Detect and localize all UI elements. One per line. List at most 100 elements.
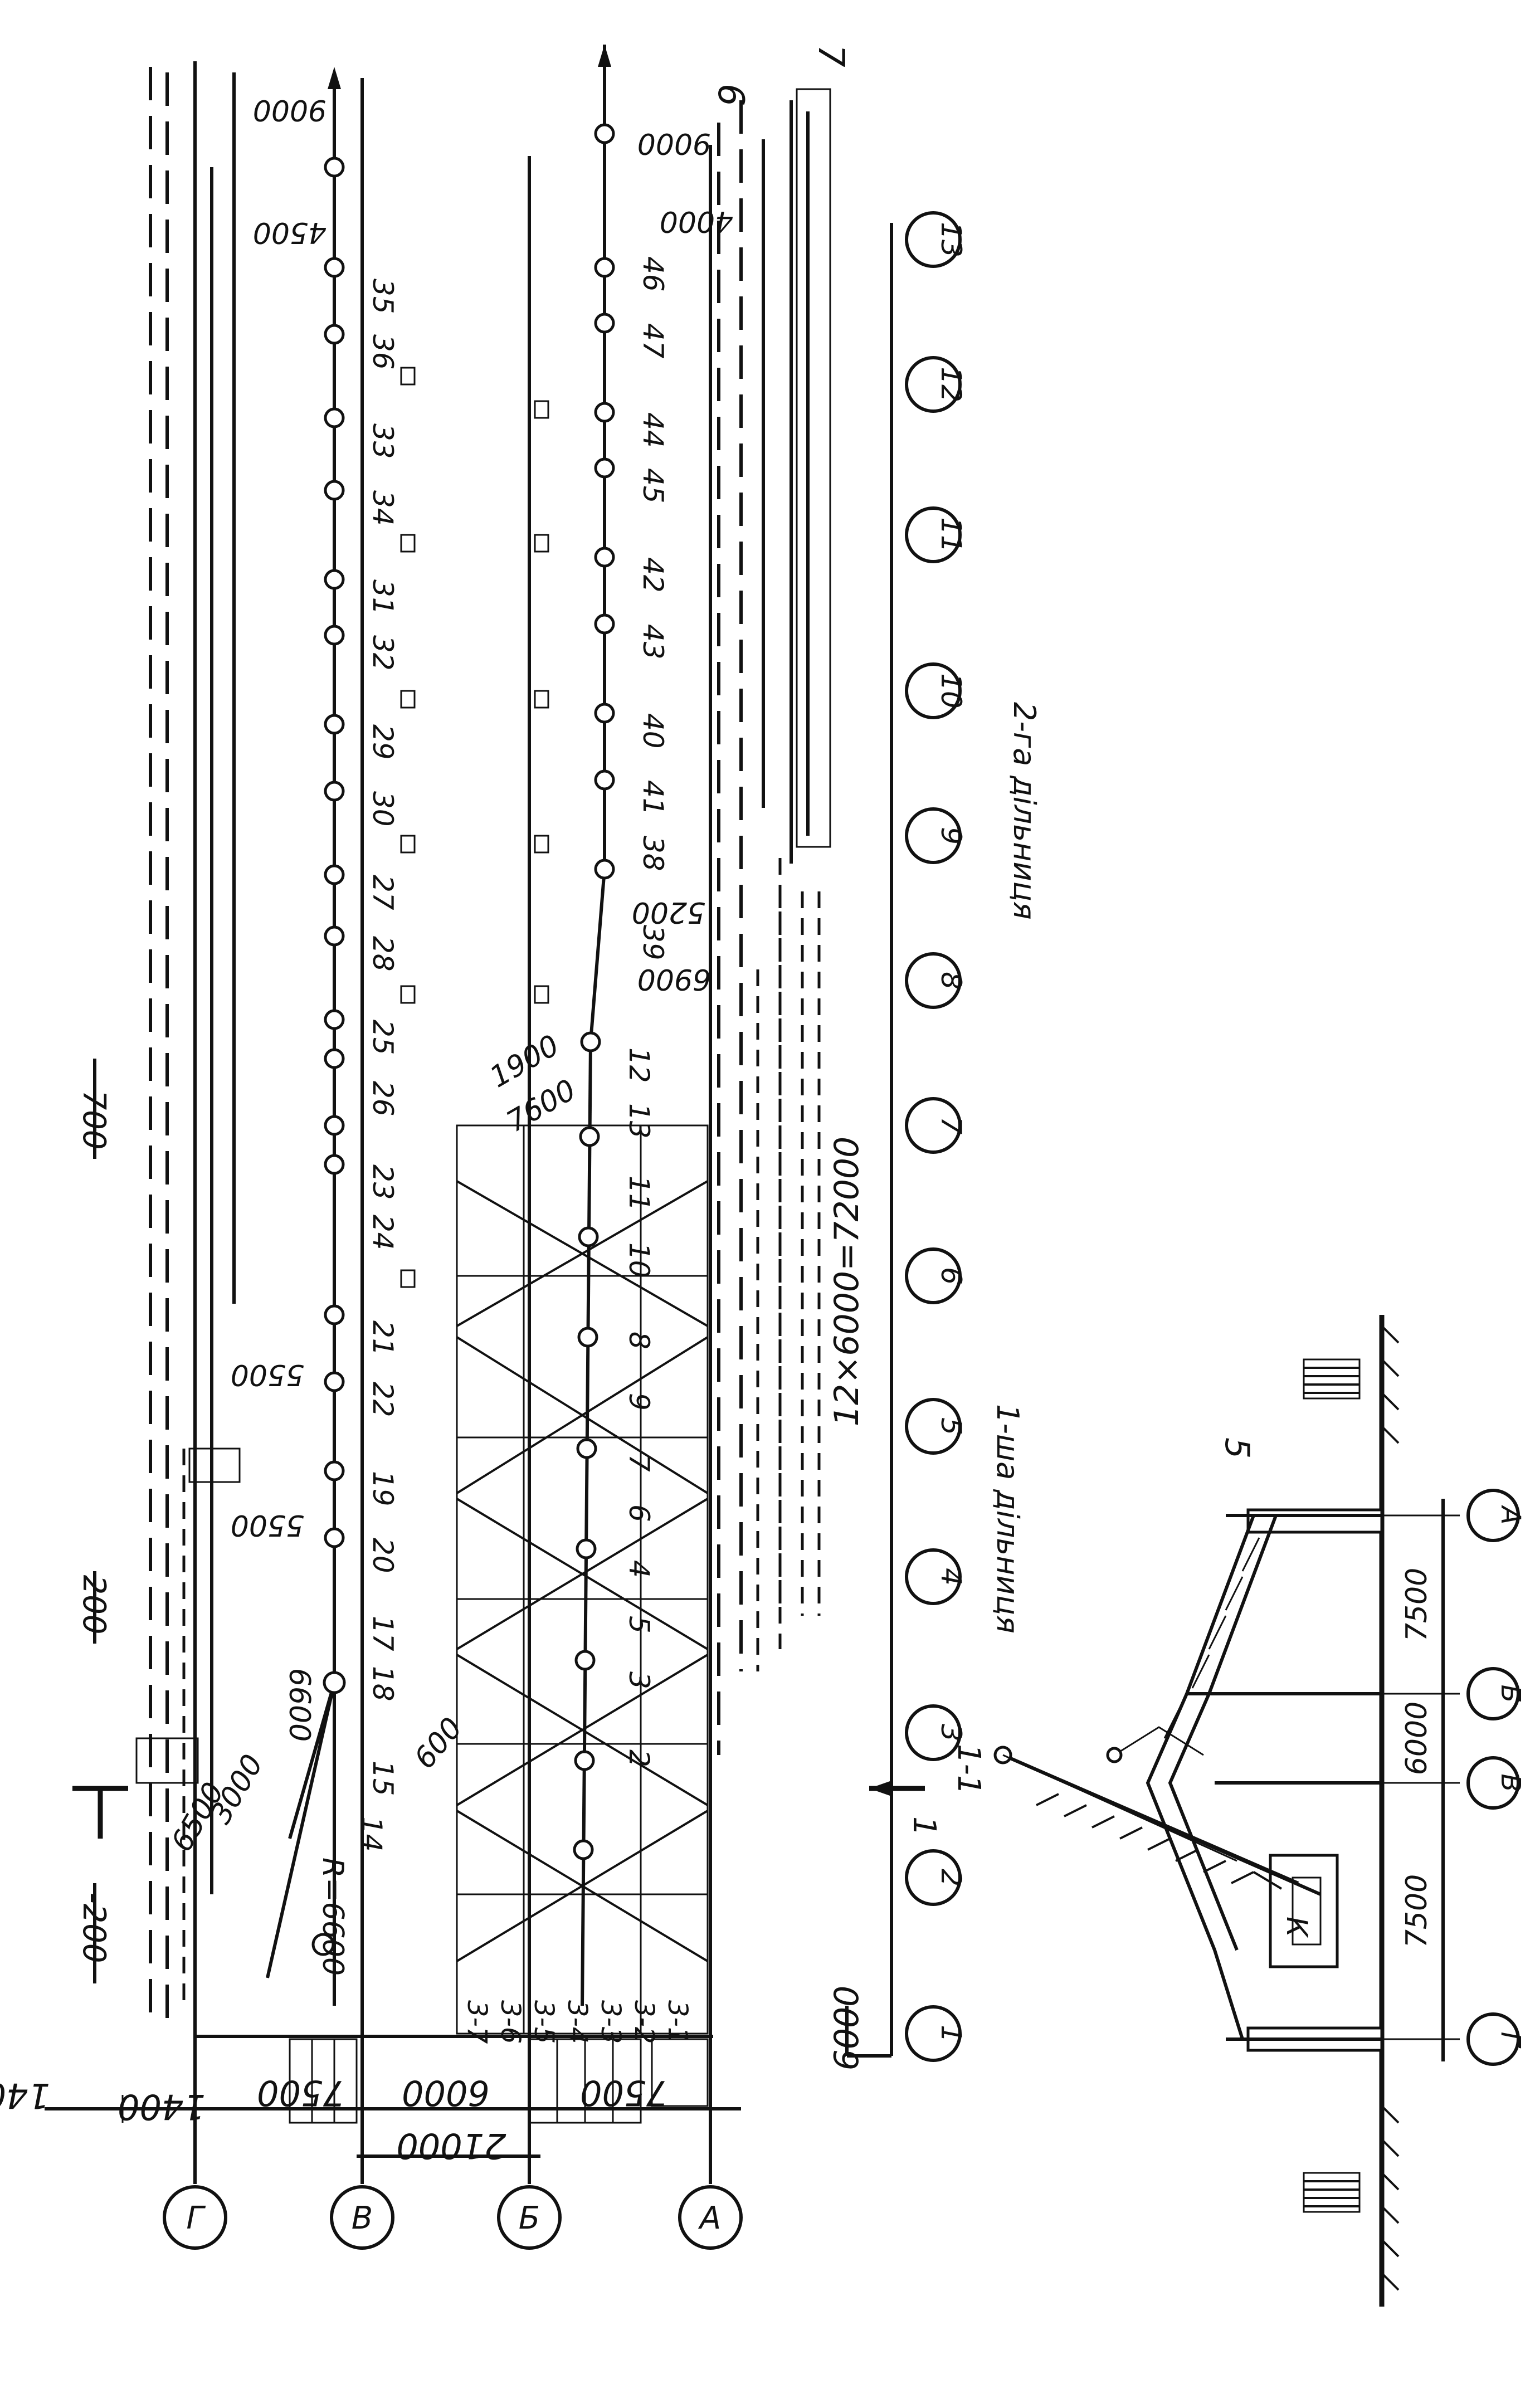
svg-text:4: 4 <box>623 1560 655 1578</box>
dim-1400-left: 1400 <box>0 2075 50 2116</box>
svg-text:22: 22 <box>367 1382 399 1417</box>
svg-text:42: 42 <box>637 557 669 593</box>
svg-text:45: 45 <box>637 468 669 504</box>
svg-text:3: 3 <box>935 1724 967 1742</box>
section-axis-a: А <box>1495 1505 1526 1525</box>
stop-numbers-v: 35 36 33 34 31 32 29 30 27 28 25 26 23 2… <box>355 279 399 1852</box>
svg-text:30: 30 <box>367 791 399 827</box>
svg-text:11: 11 <box>935 517 967 553</box>
axis-bubble-v <box>330 2185 394 2250</box>
svg-text:5200: 5200 <box>632 895 705 929</box>
dim-7500b-left: 7500 <box>580 2073 668 2113</box>
svg-text:6: 6 <box>710 84 751 106</box>
svg-text:14: 14 <box>355 1816 388 1852</box>
svg-text:35: 35 <box>367 279 399 314</box>
building-plan: Г В Б А 1400 7500 6000 7500 21000 1400 7… <box>0 45 1042 2250</box>
svg-text:6900: 6900 <box>637 962 711 996</box>
svg-text:600: 600 <box>408 1712 469 1776</box>
svg-text:1: 1 <box>935 2025 967 2043</box>
svg-text:43: 43 <box>637 624 669 660</box>
dim-7500-left: 7500 <box>257 2073 345 2113</box>
svg-text:6: 6 <box>623 1504 655 1522</box>
dim-6000-bay: 6000 <box>827 1986 866 2071</box>
stop-numbers-b: 46 47 44 45 42 43 40 41 38 39 12 13 11 1… <box>623 256 669 1767</box>
roof-slab-zone-1 <box>456 1124 709 2035</box>
svg-text:21: 21 <box>367 1320 399 1356</box>
section-axis-v: В <box>1495 1774 1526 1792</box>
axis-label-g: Г <box>186 2200 206 2236</box>
axis-label-a: А <box>698 2200 721 2236</box>
svg-text:47: 47 <box>637 323 669 359</box>
stop <box>324 925 345 947</box>
svg-text:39: 39 <box>637 925 669 961</box>
zone-1-label: 1-ша дільниця <box>990 1404 1025 1634</box>
svg-text:6: 6 <box>935 1267 967 1285</box>
svg-text:33: 33 <box>367 423 399 459</box>
stop <box>324 714 345 735</box>
svg-text:9: 9 <box>623 1393 655 1411</box>
svg-text:5500: 5500 <box>231 1508 304 1542</box>
axis-bubble-g <box>163 2185 227 2250</box>
svg-text:7: 7 <box>810 45 851 67</box>
left-dimensions: 1400 7500 6000 7500 21000 1400 <box>0 2073 741 2166</box>
svg-text:41: 41 <box>637 780 669 816</box>
section-dim-1: 7500 <box>1400 1568 1434 1641</box>
svg-text:5: 5 <box>623 1616 655 1634</box>
svg-text:9: 9 <box>935 827 967 845</box>
cross-section: А Б В Г 7500 6000 7500 5 К <box>993 1315 1526 2307</box>
dim-21000: 21000 <box>396 2126 506 2166</box>
svg-text:10: 10 <box>935 673 967 709</box>
svg-text:12: 12 <box>935 367 967 402</box>
stop <box>324 864 345 885</box>
stop <box>324 1048 345 1069</box>
svg-text:15: 15 <box>367 1761 399 1796</box>
svg-text:28: 28 <box>367 936 399 972</box>
svg-text:5500: 5500 <box>231 1358 304 1391</box>
stop <box>324 407 345 428</box>
stop <box>324 1304 345 1325</box>
svg-text:24: 24 <box>367 1215 399 1250</box>
stop <box>324 781 345 802</box>
stop <box>324 625 345 646</box>
crane-track-b <box>573 45 615 2006</box>
top-dims: 700 200 -200 <box>72 1059 128 1983</box>
svg-text:1-1: 1-1 <box>951 1744 987 1795</box>
svg-text:5: 5 <box>935 1417 967 1435</box>
stop <box>324 1371 345 1392</box>
interior-columns <box>717 100 782 1755</box>
svg-text:9000: 9000 <box>637 126 711 160</box>
stop <box>324 157 345 178</box>
svg-text:13: 13 <box>935 222 967 257</box>
dim-700: 700 <box>76 1090 112 1150</box>
svg-text:10: 10 <box>623 1242 655 1278</box>
stop <box>324 1009 345 1030</box>
column-markers <box>400 367 549 1288</box>
right-stacks <box>762 88 831 1616</box>
stop <box>324 1527 345 1548</box>
svg-text:31: 31 <box>367 579 399 615</box>
svg-text:46: 46 <box>637 256 669 292</box>
section-mark-k: К <box>1280 1917 1313 1938</box>
section-axis-g: Г <box>1495 2032 1526 2049</box>
svg-text:1: 1 <box>906 1816 942 1836</box>
stop <box>324 324 345 345</box>
stop <box>324 1154 345 1175</box>
svg-text:4500: 4500 <box>253 216 327 249</box>
svg-text:6600: 6600 <box>282 1668 316 1742</box>
svg-text:27: 27 <box>367 875 399 910</box>
axis-label-b: Б <box>519 2200 540 2236</box>
svg-text:8: 8 <box>935 972 967 989</box>
crane-track-dims: 9000 4500 5500 5500 6600 3000 6500 4000 … <box>165 93 733 1976</box>
section-axis-b: Б <box>1495 1685 1526 1703</box>
stop <box>323 1671 346 1694</box>
stop <box>324 569 345 590</box>
svg-text:19: 19 <box>367 1471 399 1507</box>
stop <box>311 1933 335 1956</box>
zone-2-label: 2-га дільниця <box>1007 702 1042 920</box>
wall-panels-left <box>135 67 241 2028</box>
crawler-crane <box>993 1726 1339 1968</box>
svg-text:32: 32 <box>367 635 399 671</box>
svg-text:40: 40 <box>637 713 669 749</box>
markers: 6 7 <box>710 45 851 106</box>
